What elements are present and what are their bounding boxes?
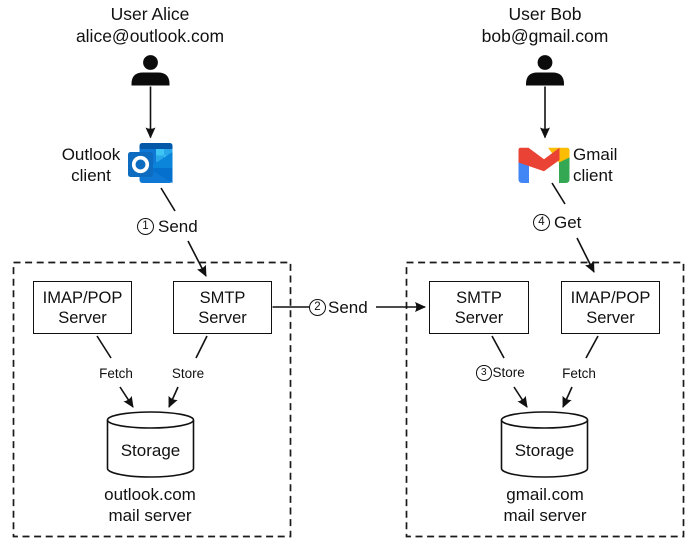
line-client-to-step1 bbox=[160, 187, 176, 212]
gmail-client-line1: Gmail bbox=[573, 145, 618, 164]
database-cylinder-icon bbox=[106, 411, 195, 478]
arrow-fetch-to-storage bbox=[119, 386, 134, 408]
step-2-send: 2 Send bbox=[309, 298, 368, 317]
gmail-server-name-line2: mail server bbox=[503, 505, 587, 525]
fetch-label: Fetch bbox=[99, 366, 133, 381]
gmail-server-name-line1: gmail.com bbox=[506, 485, 584, 504]
outlook-mail-server-boundary bbox=[12, 261, 292, 538]
line-imap-to-fetch bbox=[585, 335, 599, 359]
storage-label: Storage bbox=[514, 441, 575, 460]
arrow-step1-to-smtp bbox=[187, 240, 207, 277]
smtp-line1: SMTP bbox=[456, 288, 502, 307]
outlook-logo-icon bbox=[128, 143, 173, 183]
fetch-label: Fetch bbox=[562, 366, 596, 381]
step-4-label: Get bbox=[554, 212, 582, 232]
outlook-server-name: outlook.com mail server bbox=[63, 485, 237, 526]
step-1-send: 1 Send bbox=[137, 217, 198, 236]
outlook-client-line1: Outlook bbox=[61, 145, 121, 164]
step-1-label: Send bbox=[158, 217, 198, 236]
outlook-client-label: Outlook client bbox=[48, 144, 134, 186]
storage-label: Storage bbox=[120, 441, 181, 460]
smtp-line2: Server bbox=[454, 308, 504, 327]
step-2-badge: 2 bbox=[309, 298, 326, 316]
smtp-line2: Server bbox=[198, 308, 247, 327]
gmail-client-label: Gmail client bbox=[573, 144, 653, 186]
outlook-server-name-line2: mail server bbox=[108, 505, 192, 525]
bob-title: User Bob bbox=[508, 4, 582, 24]
arrow-step4-to-imap bbox=[576, 237, 595, 273]
imap-pop-line2: Server bbox=[58, 308, 107, 327]
imap-pop-line1: IMAP/POP bbox=[570, 288, 651, 307]
step-1-badge: 1 bbox=[137, 218, 154, 235]
alice-title: User Alice bbox=[110, 4, 190, 24]
smtp-server-box: SMTP Server bbox=[429, 281, 529, 334]
gmail-server-name: gmail.com mail server bbox=[458, 485, 632, 526]
smtp-server-box: SMTP Server bbox=[173, 281, 272, 334]
outlook-client-line2: client bbox=[71, 166, 111, 185]
arrow-store-to-storage bbox=[168, 386, 179, 408]
person-icon bbox=[526, 55, 564, 86]
step-3-store: 3 Store bbox=[476, 365, 525, 381]
gmail-logo-icon bbox=[518, 147, 570, 183]
alice-header: User Alice alice@outlook.com bbox=[40, 3, 260, 47]
imap-pop-line2: Server bbox=[586, 308, 635, 327]
smtp-line1: SMTP bbox=[199, 288, 246, 307]
step-2-label: Send bbox=[328, 297, 368, 317]
imap-pop-server-box: IMAP/POP Server bbox=[33, 281, 132, 334]
line-smtp-to-store bbox=[195, 335, 208, 359]
arrow-store-to-storage bbox=[513, 386, 528, 408]
alice-email: alice@outlook.com bbox=[75, 26, 225, 46]
imap-pop-server-box: IMAP/POP Server bbox=[561, 281, 660, 334]
arrow-fetch-to-storage bbox=[562, 386, 573, 408]
line-imap-to-fetch bbox=[96, 335, 112, 359]
gmail-client-line2: client bbox=[573, 166, 613, 185]
step-3-label: Store bbox=[492, 365, 525, 380]
step-3-badge: 3 bbox=[476, 365, 492, 381]
line-smtp-to-store bbox=[491, 335, 505, 359]
connector-lines bbox=[96, 86, 599, 408]
bob-header: User Bob bob@gmail.com bbox=[435, 3, 655, 47]
store-label: Store bbox=[171, 366, 205, 381]
person-icon bbox=[131, 55, 170, 86]
step-4-badge: 4 bbox=[533, 213, 550, 231]
step-4-get: 4 Get bbox=[533, 213, 581, 232]
database-cylinder-icon bbox=[500, 411, 589, 478]
outlook-server-name-line1: outlook.com bbox=[104, 485, 196, 504]
bob-email: bob@gmail.com bbox=[481, 26, 609, 46]
gmail-mail-server-boundary bbox=[405, 261, 685, 538]
imap-pop-line1: IMAP/POP bbox=[42, 288, 123, 307]
line-client-to-step4 bbox=[551, 182, 566, 205]
